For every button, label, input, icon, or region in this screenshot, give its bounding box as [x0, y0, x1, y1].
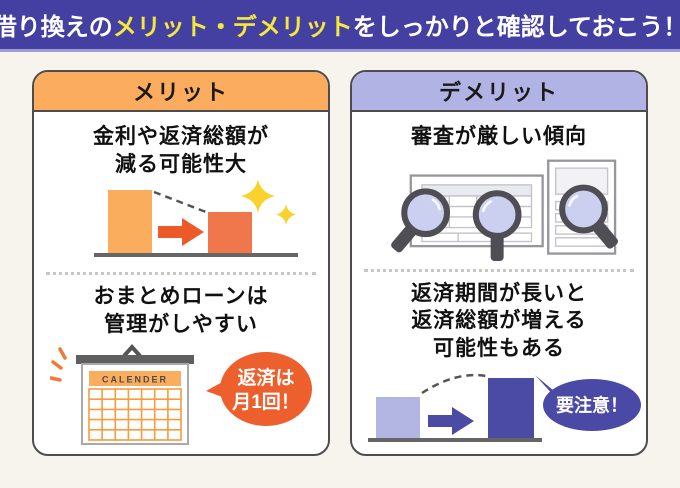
- demerit-point-2-line-3: 可能性もある: [433, 337, 565, 361]
- calendar-label: CALENDER: [102, 374, 168, 384]
- demerit-point-2-line-1: 返済期間が長いと: [411, 281, 587, 305]
- demerit-divider: [363, 268, 635, 272]
- bar-after: [488, 377, 534, 439]
- magnifier-icon-middle: [472, 189, 522, 261]
- title-prefix: 借り換えの: [0, 14, 113, 41]
- sparkle-icon-large: [241, 180, 275, 214]
- merit-point-2: おまとめローンは 管理がしやすい: [94, 283, 269, 338]
- bubble-body: [543, 378, 641, 431]
- calendar-row: CALENDER: [50, 343, 312, 449]
- calendar-icon: CALENDER: [50, 343, 194, 445]
- demerit-card-body: 審査が厳しい傾向: [352, 112, 646, 454]
- bar-before: [376, 396, 420, 439]
- emphasis-ray-2: [51, 360, 63, 370]
- decreasing-bar-chart-icon: [94, 180, 298, 258]
- right-arrow-icon: [428, 406, 474, 435]
- screening-illustration: [391, 159, 618, 261]
- bar-before: [108, 190, 152, 255]
- repayment-bubble: 返済は 月1回！: [206, 351, 312, 426]
- title-highlight: メリット・デメリット: [112, 14, 353, 41]
- merit-card-header: メリット: [34, 72, 328, 112]
- bubble-line-1: 返済は: [237, 366, 294, 389]
- emphasis-ray-1: [58, 347, 67, 360]
- caution-bubble-text: 要注意！: [556, 394, 628, 415]
- sparkle-icon-small: [276, 204, 296, 226]
- demerit-card: デメリット 審査が厳しい傾向: [350, 70, 648, 456]
- title-banner: 借り換えのメリット・デメリットをしっかりと確認しておこう！: [0, 0, 680, 52]
- page-title: 借り換えのメリット・デメリットをしっかりと確認しておこう！: [0, 7, 680, 42]
- demerit-point-2-line-2: 返済総額が増える: [411, 309, 587, 333]
- merit-point-1-line-2: 減る可能性大: [115, 152, 247, 176]
- merit-point-2-line-2: 管理がしやすい: [104, 313, 258, 337]
- merit-point-2-line-1: おまとめローンは: [93, 285, 269, 309]
- demerit-point-1: 審査が厳しい傾向: [411, 123, 587, 151]
- bubble-line-2: 月1回！: [231, 391, 300, 413]
- demerit-card-header: デメリット: [352, 72, 646, 112]
- title-suffix: をしっかりと確認しておこう！: [352, 14, 680, 41]
- emphasis-ray-3: [50, 376, 62, 382]
- calendar-top-bar: [76, 354, 194, 364]
- increase-dashed-line: [421, 373, 487, 394]
- merit-point-1-line-1: 金利や返済総額が: [93, 125, 269, 148]
- bubble-body: [220, 351, 312, 426]
- calendar-grid: [88, 388, 182, 441]
- cards-container: メリット 金利や返済総額が 減る可能性大: [0, 52, 680, 456]
- merit-point-1: 金利や返済総額が 減る可能性大: [93, 123, 269, 178]
- decline-dashed-line: [153, 191, 207, 214]
- merit-divider: [45, 272, 317, 276]
- magnifier-icon-right: [559, 184, 618, 249]
- merit-card-body: 金利や返済総額が 減る可能性大 おまとめローンは 管理がしやすい: [34, 112, 328, 454]
- increasing-bar-chart-icon: 要注意！: [368, 373, 641, 442]
- demerit-point-2: 返済期間が長いと 返済総額が増える 可能性もある: [411, 280, 587, 363]
- merit-card: メリット 金利や返済総額が 減る可能性大: [32, 70, 330, 456]
- magnifier-icon-left: [391, 188, 451, 253]
- right-arrow-icon: [158, 218, 204, 247]
- bar-after: [208, 212, 252, 255]
- demerit-point-1-line-1: 審査が厳しい傾向: [411, 125, 587, 148]
- calendar-hanger: [122, 343, 142, 358]
- calendar-header-strip: [89, 370, 181, 386]
